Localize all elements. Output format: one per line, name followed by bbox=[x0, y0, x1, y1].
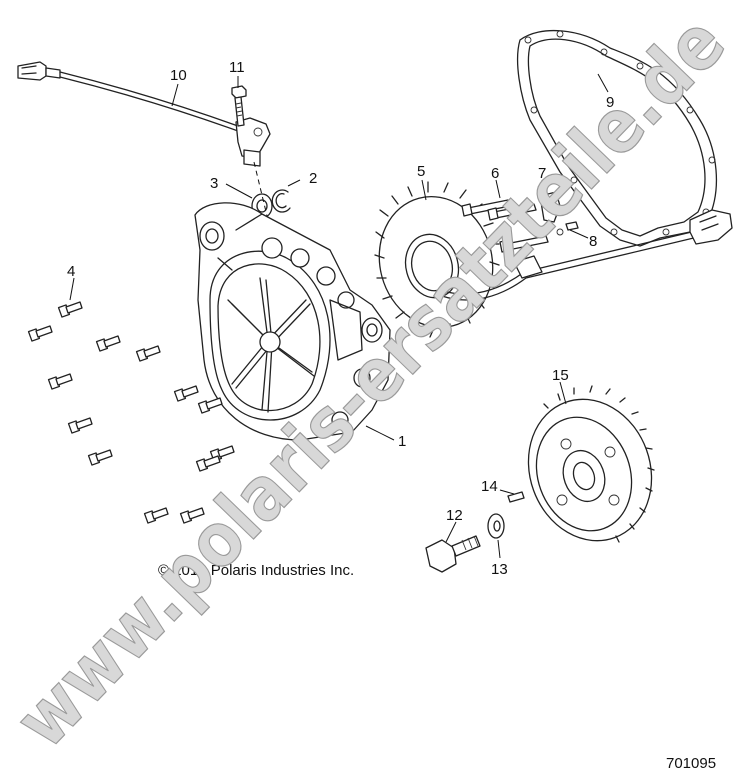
bolt-4a bbox=[57, 301, 83, 318]
stator-5 bbox=[374, 181, 733, 338]
copyright-text: © 2016 Polaris Industries Inc. bbox=[158, 562, 354, 579]
callout-3: 3 bbox=[210, 175, 218, 192]
bolt-4f bbox=[173, 385, 199, 402]
speed-sensor-cable bbox=[17, 61, 271, 167]
callout-10: 10 bbox=[170, 67, 187, 84]
gasket-9 bbox=[516, 29, 717, 247]
bolt-set-4 bbox=[27, 301, 235, 524]
bolt-4d bbox=[135, 345, 161, 362]
leader-lines bbox=[69, 73, 609, 559]
bolt-4l bbox=[143, 507, 169, 524]
bolt-4b bbox=[27, 325, 53, 342]
key-14 bbox=[507, 491, 525, 503]
bolt-4m bbox=[179, 507, 205, 524]
bolt-4g bbox=[197, 397, 223, 414]
bolts-6 bbox=[461, 199, 549, 253]
watermark: www.polaris-ersatzteile.de bbox=[0, 0, 742, 765]
callout-9: 9 bbox=[606, 94, 614, 111]
callout-14: 14 bbox=[481, 478, 498, 495]
clamp-7 bbox=[539, 191, 579, 236]
callout-6: 6 bbox=[491, 165, 499, 182]
bolt-4c bbox=[95, 335, 121, 352]
callout-4: 4 bbox=[67, 263, 75, 280]
snap-ring-2 bbox=[271, 189, 291, 213]
callout-7: 7 bbox=[538, 165, 546, 182]
flywheel-15 bbox=[527, 385, 655, 543]
drawing-number: 701095 bbox=[666, 755, 716, 772]
callout-8: 8 bbox=[589, 233, 597, 250]
bolt-4i bbox=[87, 449, 113, 466]
washer-13 bbox=[487, 513, 505, 539]
bolt-12 bbox=[425, 535, 481, 573]
stator-cover-1 bbox=[194, 202, 391, 441]
bolt-4k bbox=[195, 455, 221, 472]
callout-labels: 1 2 3 4 5 6 7 8 9 10 11 12 13 14 15 bbox=[67, 59, 614, 578]
bolt-4h bbox=[67, 417, 93, 434]
callout-13: 13 bbox=[491, 561, 508, 578]
callout-5: 5 bbox=[417, 163, 425, 180]
callout-2: 2 bbox=[309, 170, 317, 187]
bolt-11 bbox=[231, 85, 247, 127]
callout-1: 1 bbox=[398, 433, 406, 450]
callout-12: 12 bbox=[446, 507, 463, 524]
bolt-4e bbox=[47, 373, 73, 390]
callout-15: 15 bbox=[552, 367, 569, 384]
callout-11: 11 bbox=[229, 59, 245, 76]
